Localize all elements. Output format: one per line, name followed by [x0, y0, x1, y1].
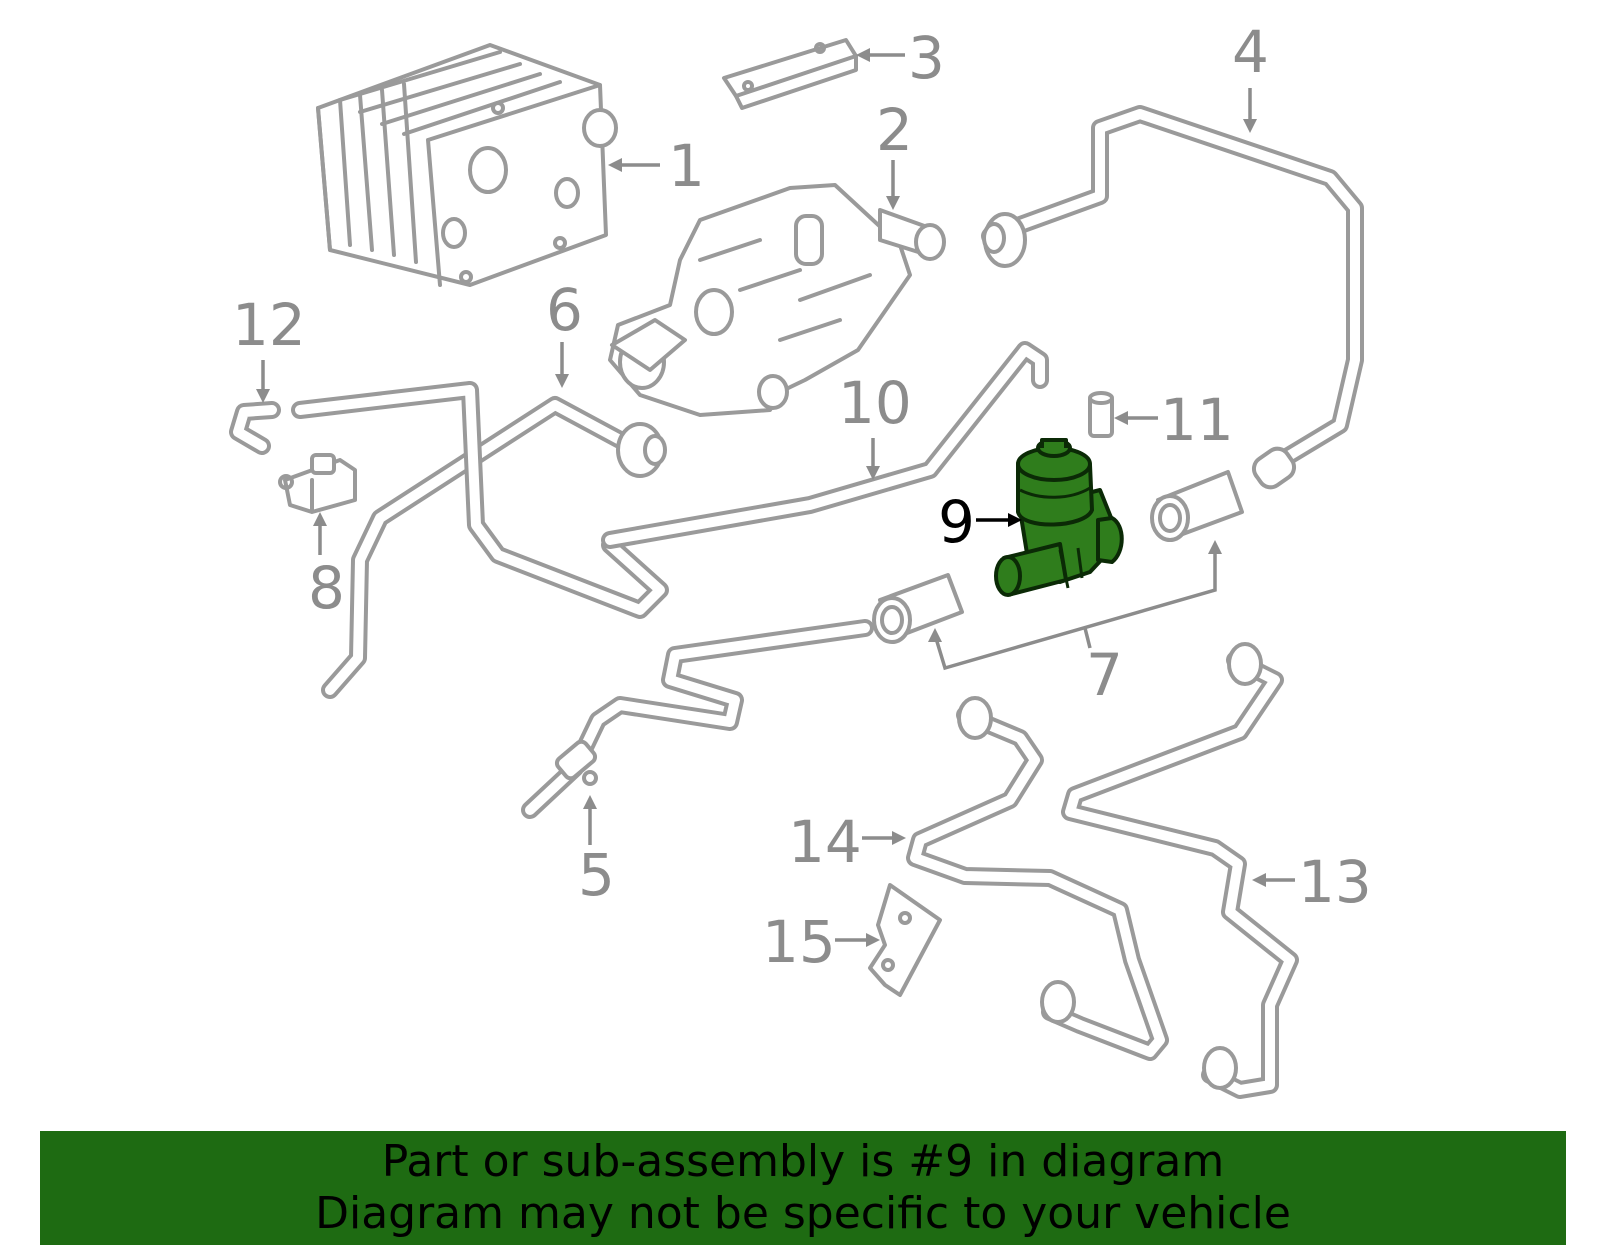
callout-8-arrow — [313, 512, 327, 526]
callout-14-arrow — [892, 831, 906, 845]
part-8-sensor — [278, 453, 357, 514]
part-2-filter-housing — [608, 183, 946, 417]
callout-4-arrow — [1243, 119, 1257, 133]
banner-line-1: Part or sub-assembly is #9 in diagram — [381, 1136, 1225, 1187]
callout-14-number: 14 — [788, 808, 862, 876]
callout-8-number: 8 — [308, 554, 345, 622]
part-11-bushing — [1088, 391, 1114, 438]
callout-13-arrow — [1252, 873, 1266, 887]
part-1-oil-cooler — [316, 43, 618, 287]
part-6-hose — [321, 396, 667, 699]
part-7-couplers — [872, 470, 1244, 644]
callout-2-number: 2 — [876, 96, 913, 164]
callout-9-number: 9 — [938, 488, 975, 556]
callout-10-number: 10 — [838, 369, 912, 437]
callout-3-arrow — [856, 48, 870, 62]
callout-3-number: 3 — [908, 24, 945, 92]
callout-6-arrow — [555, 374, 569, 388]
callout-11-number: 11 — [1160, 386, 1234, 454]
part-9-valve — [994, 438, 1124, 597]
callout-9-arrow — [1008, 513, 1022, 527]
callout-12-arrow — [256, 389, 270, 403]
callout-7-arrow-left — [928, 628, 942, 642]
callout-1-number: 1 — [668, 132, 705, 200]
part-4-hose — [981, 105, 1364, 490]
callout-5-arrow — [583, 795, 597, 809]
callout-5-number: 5 — [578, 841, 615, 909]
callout-7-leader — [1083, 627, 1092, 649]
callout-1-arrow — [608, 158, 622, 172]
callout-11-arrow — [1114, 411, 1128, 425]
callout-7-arrow-right — [1208, 540, 1222, 554]
callout-13-number: 13 — [1298, 848, 1372, 916]
part-3-bracket — [722, 38, 858, 110]
info-banner: Part or sub-assembly is #9 in diagram Di… — [40, 1131, 1566, 1245]
callouts: 1 2 3 4 5 6 7 8 9 — [232, 18, 1372, 976]
callout-12-number: 12 — [232, 291, 306, 359]
callout-2-arrow — [886, 196, 900, 210]
callout-7-bracket — [933, 545, 1217, 671]
part-14-tube — [906, 696, 1169, 1061]
callout-15-arrow — [866, 933, 880, 947]
part-12-hose — [229, 381, 669, 619]
callout-10-arrow — [866, 466, 880, 480]
part-13-tube — [1061, 642, 1299, 1099]
part-10-hose — [601, 341, 1049, 549]
callout-7-number: 7 — [1086, 641, 1123, 709]
callout-6-number: 6 — [546, 276, 583, 344]
callout-15-number: 15 — [762, 908, 836, 976]
part-15-bracket — [868, 883, 942, 997]
callout-4-number: 4 — [1232, 18, 1269, 86]
part-5-hose — [521, 619, 874, 819]
banner-line-2: Diagram may not be specific to your vehi… — [315, 1188, 1291, 1239]
